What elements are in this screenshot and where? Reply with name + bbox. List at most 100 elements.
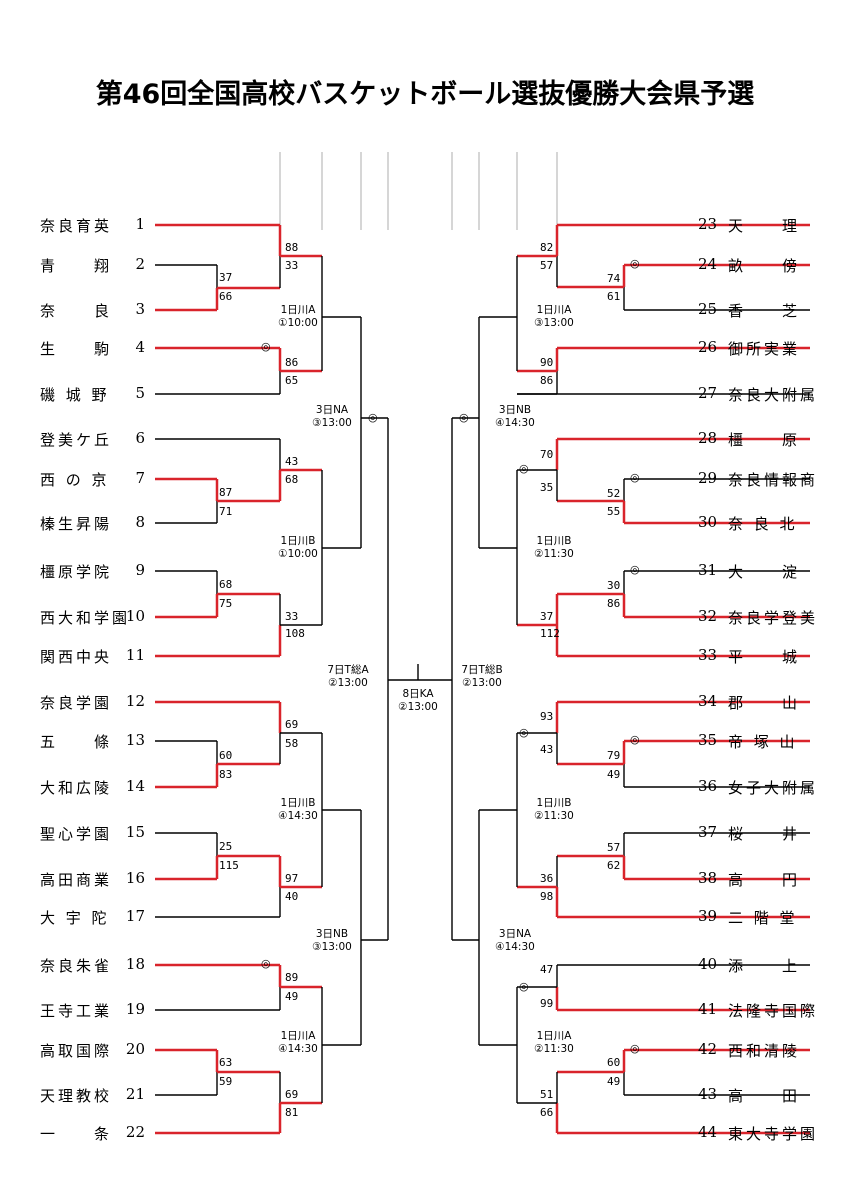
team-number-left: 7 <box>135 469 145 487</box>
bye-mark: ◎ <box>519 462 529 475</box>
team-name-right: 高 田 <box>728 1087 801 1105</box>
score-label: 108 <box>285 627 305 640</box>
team-number-right: 35 <box>698 731 718 749</box>
team-name-left: 奈良育英 <box>40 217 113 235</box>
bye-mark: ◎ <box>630 471 640 484</box>
team-name-left: 青 翔 <box>40 257 113 275</box>
team-number-right: 27 <box>698 384 718 402</box>
round-day: 1日川A <box>536 1030 572 1042</box>
score-label: 68 <box>219 578 233 591</box>
team-number-right: 40 <box>698 955 718 973</box>
team-number-right: 44 <box>698 1123 718 1141</box>
team-number-left: 9 <box>135 561 145 579</box>
team-name-right: 帝 塚 山 <box>728 733 798 751</box>
team-number-left: 13 <box>125 731 145 749</box>
team-number-right: 42 <box>698 1040 718 1058</box>
score-label: 93 <box>540 710 554 723</box>
team-number-right: 41 <box>698 1000 718 1018</box>
bye-mark: ◎ <box>519 726 529 739</box>
team-number-left: 4 <box>135 338 145 356</box>
team-number-right: 23 <box>698 215 718 233</box>
score-label: 60 <box>607 1056 621 1069</box>
score-label: 49 <box>607 768 621 781</box>
team-number-left: 11 <box>125 646 145 664</box>
team-name-left: 西 の 京 <box>40 471 110 489</box>
team-name-left: 聖心学園 <box>40 825 113 843</box>
team-name-left: 生 駒 <box>40 340 113 358</box>
team-name-left: 大和広陵 <box>40 779 113 797</box>
team-number-right: 24 <box>698 255 718 273</box>
team-name-left: 奈良学園 <box>40 694 113 712</box>
team-name-right: 桜 井 <box>728 825 801 843</box>
round-day: 1日川B <box>536 797 572 809</box>
score-label: 58 <box>285 737 299 750</box>
team-number-left: 20 <box>125 1040 145 1058</box>
bye-mark: ◎ <box>368 411 378 424</box>
team-name-right: 香 芝 <box>728 302 801 320</box>
round-day: 3日NB <box>315 928 349 940</box>
team-name-right: 郡 山 <box>728 694 801 712</box>
team-number-left: 22 <box>125 1123 145 1141</box>
score-label: 66 <box>219 290 233 303</box>
team-name-left: 榛生昇陽 <box>40 515 113 533</box>
bye-mark: ◎ <box>630 563 640 576</box>
score-label: 33 <box>285 610 299 623</box>
score-label: 97 <box>285 872 299 885</box>
team-name-left: 高田商業 <box>40 871 113 889</box>
team-number-left: 21 <box>125 1085 145 1103</box>
team-name-right: 天 理 <box>728 217 801 235</box>
score-label: 69 <box>285 718 299 731</box>
score-label: 65 <box>285 374 299 387</box>
score-label: 115 <box>219 859 239 872</box>
team-name-right: 平 城 <box>728 648 801 666</box>
round-day: 1日川B <box>280 535 316 547</box>
score-label: 30 <box>607 579 621 592</box>
team-number-left: 18 <box>125 955 145 973</box>
bye-mark: ◎ <box>261 957 271 970</box>
team-number-right: 38 <box>698 869 718 887</box>
round-day: 8日KA <box>402 688 434 700</box>
bye-mark: ◎ <box>630 733 640 746</box>
round-day: 1日川B <box>280 797 316 809</box>
round-time: ②13:00 <box>328 677 368 689</box>
score-label: 74 <box>607 272 621 285</box>
score-label: 61 <box>607 290 621 303</box>
score-label: 37 <box>540 610 554 623</box>
round-day: 7日T総B <box>461 664 503 676</box>
score-label: 86 <box>285 356 299 369</box>
team-name-left: 登美ケ丘 <box>40 431 113 449</box>
team-name-left: 天理教校 <box>40 1087 113 1105</box>
score-label: 43 <box>285 455 299 468</box>
team-number-right: 34 <box>698 692 718 710</box>
score-label: 49 <box>285 990 299 1003</box>
score-label: 49 <box>607 1075 621 1088</box>
page-title: 第46回全国高校バスケットボール選抜優勝大会県予選 <box>95 79 755 110</box>
score-label: 43 <box>540 743 554 756</box>
score-label: 35 <box>540 481 554 494</box>
round-day: 7日T総A <box>327 664 369 676</box>
round-time: ④14:30 <box>495 417 535 429</box>
score-label: 57 <box>607 841 621 854</box>
round-time: ①10:00 <box>278 548 318 560</box>
score-label: 66 <box>540 1106 554 1119</box>
score-label: 88 <box>285 241 299 254</box>
round-time: ②11:30 <box>534 1043 574 1055</box>
bye-mark: ◎ <box>630 257 640 270</box>
team-name-left: 奈良朱雀 <box>40 957 113 975</box>
round-day: 1日川A <box>280 1030 316 1042</box>
team-number-left: 16 <box>125 869 145 887</box>
team-number-left: 1 <box>135 215 145 233</box>
round-time: ③13:00 <box>534 317 574 329</box>
score-label: 68 <box>285 473 299 486</box>
team-number-right: 28 <box>698 429 718 447</box>
round-time: ④14:30 <box>278 810 318 822</box>
